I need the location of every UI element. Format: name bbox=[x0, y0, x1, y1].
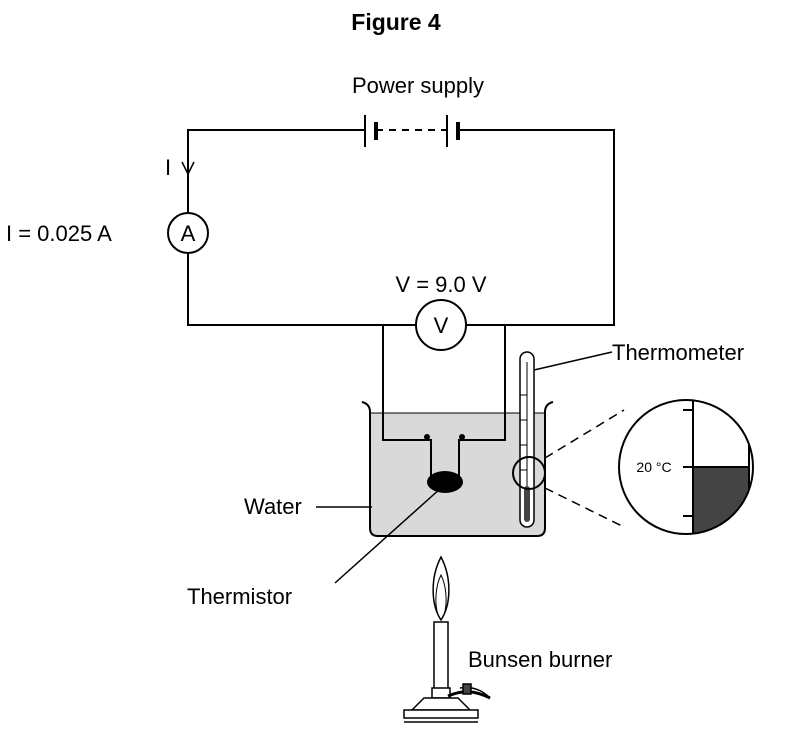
thermometer-label: Thermometer bbox=[612, 340, 744, 365]
magnify-line bbox=[544, 409, 625, 459]
zoomed-scale bbox=[618, 399, 754, 535]
current-arrow-label: I bbox=[165, 155, 171, 180]
water-label: Water bbox=[244, 494, 302, 519]
junction-dot bbox=[424, 434, 430, 440]
magnify-circle bbox=[512, 456, 546, 490]
current-arrow-icon bbox=[181, 161, 195, 176]
bunsen-burner bbox=[403, 555, 491, 723]
ammeter-circle bbox=[167, 212, 209, 254]
flame bbox=[432, 555, 450, 622]
voltmeter-symbol: V bbox=[434, 313, 449, 338]
current-reading: I = 0.025 A bbox=[6, 221, 112, 246]
voltage-reading: V = 9.0 V bbox=[395, 272, 486, 297]
voltmeter-circle bbox=[415, 299, 467, 351]
thermometer-leader bbox=[533, 351, 613, 371]
magnify-line bbox=[544, 487, 625, 528]
junction-dot bbox=[459, 434, 465, 440]
thermistor-bead bbox=[427, 471, 463, 493]
thermistor-leads bbox=[382, 325, 506, 486]
thermistor-leader bbox=[334, 487, 442, 584]
ammeter-symbol: A bbox=[181, 221, 196, 246]
bunsen-label: Bunsen burner bbox=[468, 647, 612, 672]
battery-symbol bbox=[364, 115, 460, 147]
figure-title: Figure 4 bbox=[351, 9, 441, 35]
power-supply-label: Power supply bbox=[352, 73, 484, 98]
circuit-wires bbox=[187, 129, 615, 326]
thermometer bbox=[519, 351, 535, 528]
scale-reading: 20 °C bbox=[636, 459, 671, 475]
thermistor-label: Thermistor bbox=[187, 584, 292, 609]
